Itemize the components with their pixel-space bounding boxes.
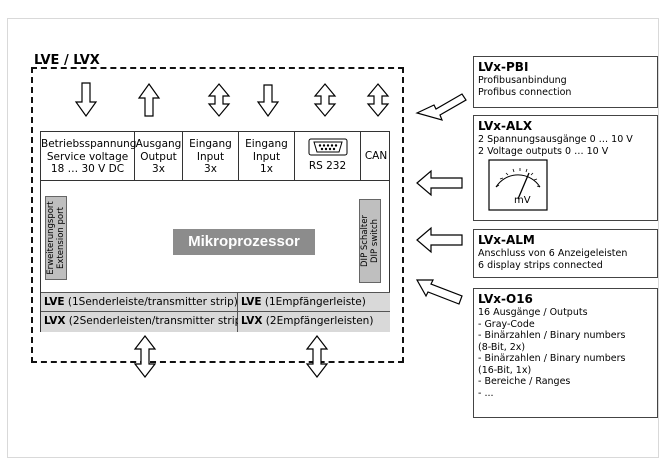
module-line: 6 display strips connected bbox=[478, 259, 603, 271]
module-title: LVx-ALM bbox=[478, 233, 535, 247]
strip-text: (1Empfängerleiste) bbox=[261, 296, 366, 308]
module-lvx-alm: LVx-ALM Anschluss von 6 Anzeigeleisten 6… bbox=[473, 229, 658, 278]
port-label: Betriebsspannung bbox=[41, 138, 137, 150]
module-line: Profibus connection bbox=[478, 86, 572, 98]
voltmeter: mV bbox=[488, 159, 548, 211]
port-input-3x: Eingang Input 3x bbox=[183, 132, 239, 180]
strip-lvx-receiver: LVX (2Empfängerleisten) bbox=[238, 311, 390, 332]
module-line: 2 Voltage outputs 0 … 10 V bbox=[478, 145, 609, 157]
arrow-left-icon bbox=[415, 279, 463, 305]
port-rs232: RS 232 bbox=[295, 132, 361, 180]
arrow-double-icon bbox=[313, 83, 337, 117]
strip-prefix: LVE bbox=[241, 296, 262, 308]
module-title: LVx-ALX bbox=[478, 119, 533, 133]
module-line: (8-Bit, 2x) bbox=[478, 341, 526, 353]
strip-prefix: LVX bbox=[241, 315, 263, 327]
port-label: Eingang bbox=[189, 138, 232, 150]
arrow-double-icon bbox=[305, 335, 329, 378]
port-label: 18 … 30 V DC bbox=[50, 163, 125, 175]
port-can: CAN bbox=[361, 132, 391, 180]
port-label: Input bbox=[252, 150, 281, 163]
strip-lvx-transmitter: LVX (2Senderleisten/transmitter strips) bbox=[41, 311, 251, 332]
port-divider bbox=[41, 180, 389, 181]
port-output: Ausgang Output 3x bbox=[135, 132, 183, 180]
diagram-frame bbox=[7, 18, 659, 458]
module-line: - ... bbox=[478, 387, 494, 399]
microprocessor: Mikroprozessor bbox=[173, 229, 315, 255]
diagram-title: LVE / LVX bbox=[34, 53, 100, 68]
module-title: LVx-PBI bbox=[478, 60, 529, 74]
gauge-icon bbox=[488, 159, 548, 211]
strip-prefix: LVE bbox=[44, 296, 65, 308]
module-line: (16-Bit, 1x) bbox=[478, 364, 532, 376]
port-label: Eingang bbox=[245, 138, 288, 150]
module-line: 16 Ausgänge / Outputs bbox=[478, 307, 588, 318]
port-input-1x: Eingang Input 1x bbox=[239, 132, 295, 180]
port-label: RS 232 bbox=[308, 159, 347, 172]
module-line: - Bereiche / Ranges bbox=[478, 376, 571, 387]
port-label: CAN bbox=[364, 150, 388, 162]
module-line: - Binärzahlen / Binary numbers bbox=[478, 353, 626, 364]
module-lvx-alx: LVx-ALX 2 Spannungsausgänge 0 … 10 V 2 V… bbox=[473, 115, 658, 221]
module-line: 2 Spannungsausgänge 0 … 10 V bbox=[478, 134, 633, 145]
strip-lve-transmitter: LVE (1Senderleiste/transmitter strip) bbox=[41, 292, 238, 311]
strip-lve-receiver: LVE (1Empfängerleiste) bbox=[238, 292, 390, 311]
meter-unit-label: mV bbox=[514, 195, 531, 206]
arrow-double-icon bbox=[366, 83, 390, 117]
port-power-supply: Betriebsspannung Service voltage 18 … 30… bbox=[41, 132, 137, 180]
device-boundary bbox=[31, 67, 404, 363]
port-label: Input bbox=[196, 150, 225, 163]
module-line: Profibusanbindung bbox=[478, 75, 567, 86]
arrow-up-icon bbox=[137, 82, 161, 117]
port-label: Service voltage bbox=[46, 150, 129, 163]
strip-text: (1Senderleiste/transmitter strip) bbox=[64, 296, 238, 308]
arrow-left-icon bbox=[416, 169, 463, 197]
arrow-left-icon bbox=[415, 93, 467, 121]
extension-port: Erweiterungsport Extension port bbox=[45, 196, 67, 280]
arrow-double-icon bbox=[133, 335, 157, 378]
module-line: Anschluss von 6 Anzeigeleisten bbox=[478, 248, 628, 259]
arrow-double-icon bbox=[207, 83, 231, 117]
db9-connector-icon bbox=[308, 138, 347, 156]
module-title: LVx-O16 bbox=[478, 292, 533, 306]
port-label: 3x bbox=[152, 163, 165, 175]
port-label: Output bbox=[140, 150, 177, 163]
main-unit: Betriebsspannung Service voltage 18 … 30… bbox=[40, 131, 390, 332]
module-line: - Gray-Code bbox=[478, 318, 535, 330]
port-label: Ausgang bbox=[135, 138, 182, 150]
dip-switch: DIP Schalter DIP switch bbox=[359, 199, 381, 283]
arrow-left-icon bbox=[416, 226, 463, 254]
strip-text: (2Senderleisten/transmitter strips) bbox=[65, 315, 251, 327]
module-line: - Binärzahlen / Binary numbers bbox=[478, 330, 626, 341]
strip-text: (2Empfängerleisten) bbox=[262, 315, 374, 327]
port-label: 1x bbox=[260, 163, 273, 175]
module-lvx-pbi: LVx-PBI Profibusanbindung Profibus conne… bbox=[473, 56, 658, 108]
port-label: 3x bbox=[204, 163, 217, 175]
arrow-down-icon bbox=[74, 82, 98, 118]
strip-prefix: LVX bbox=[44, 315, 66, 327]
arrow-down-icon bbox=[256, 84, 280, 118]
module-lvx-o16: LVx-O16 16 Ausgänge / Outputs - Gray-Cod… bbox=[473, 288, 658, 418]
